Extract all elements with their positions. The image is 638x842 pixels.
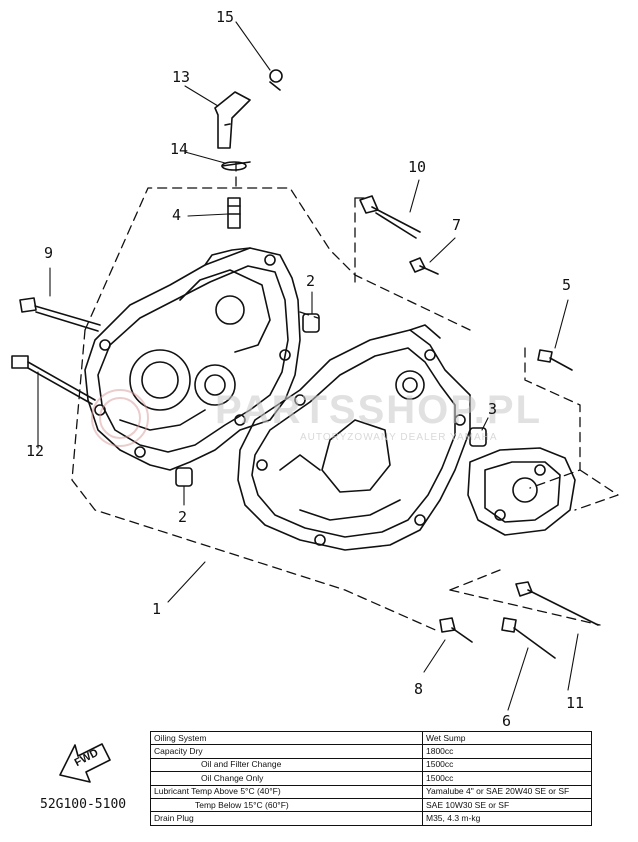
- spec-value: 1500cc: [422, 757, 592, 773]
- assembly-dash-lines: [71, 161, 619, 633]
- callout-5: 5: [562, 276, 572, 294]
- table-row: Oiling System Wet Sump: [150, 730, 592, 746]
- left-crankcase-half: [84, 247, 301, 471]
- callout-13: 13: [172, 68, 191, 86]
- watermark-logo: [91, 389, 149, 447]
- oil-spec-table: Oiling System Wet Sump Capacity Dry 1800…: [150, 730, 592, 826]
- callout-2-upper: 2: [306, 272, 316, 290]
- spec-label: Oil and Filter Change: [150, 757, 423, 773]
- table-row: Oil Change Only 1500cc: [150, 771, 592, 786]
- table-row: Capacity Dry 1800cc: [150, 744, 592, 759]
- bolts: [11, 195, 599, 659]
- watermark-text: PARTSSHOP.PL: [215, 388, 543, 432]
- spec-label: Drain Plug: [150, 811, 423, 826]
- spec-value: Wet Sump: [422, 730, 592, 746]
- table-row: Oil and Filter Change 1500cc: [150, 757, 592, 773]
- spec-label: Capacity Dry: [150, 744, 423, 759]
- breather-assembly: [214, 69, 283, 229]
- callout-11: 11: [566, 694, 585, 712]
- crankcase-cover: [467, 447, 576, 536]
- watermark-subtext: AUTORYZOWANY DEALER YAMAHA: [300, 432, 498, 443]
- callout-4: 4: [172, 206, 182, 224]
- right-crankcase-half: [237, 324, 471, 551]
- callout-6: 6: [502, 712, 512, 730]
- callout-2-lower: 2: [178, 508, 188, 526]
- forward-direction-arrow: [59, 743, 111, 783]
- callout-12: 12: [26, 442, 45, 460]
- part-code: 52G100-5100: [40, 797, 127, 812]
- spec-value: M35, 4.3 m-kg: [422, 811, 592, 826]
- callout-7: 7: [452, 216, 462, 234]
- callout-14: 14: [170, 140, 189, 158]
- callout-8: 8: [414, 680, 424, 698]
- callout-9: 9: [44, 244, 54, 262]
- callout-15: 15: [216, 8, 235, 26]
- spec-value: 1800cc: [422, 744, 592, 759]
- callout-1: 1: [152, 600, 162, 618]
- leader-lines: [37, 21, 579, 711]
- spec-label: Oiling System: [150, 730, 423, 746]
- table-row: Drain Plug M35, 4.3 m-kg: [150, 811, 592, 826]
- spec-label: Temp Below 15°C (60°F): [150, 797, 423, 813]
- table-row: Lubricant Temp Above 5°C (40°F) Yamalube…: [150, 784, 592, 799]
- spec-label: Oil Change Only: [150, 771, 423, 786]
- spec-value: 1500cc: [422, 771, 592, 786]
- callout-10: 10: [408, 158, 427, 176]
- spec-value: Yamalube 4" or SAE 20W40 SE or SF: [422, 784, 592, 799]
- spec-label: Lubricant Temp Above 5°C (40°F): [150, 784, 423, 799]
- spec-value: SAE 10W30 SE or SF: [422, 797, 592, 813]
- callout-3: 3: [488, 400, 498, 418]
- table-row: Temp Below 15°C (60°F) SAE 10W30 SE or S…: [150, 797, 592, 813]
